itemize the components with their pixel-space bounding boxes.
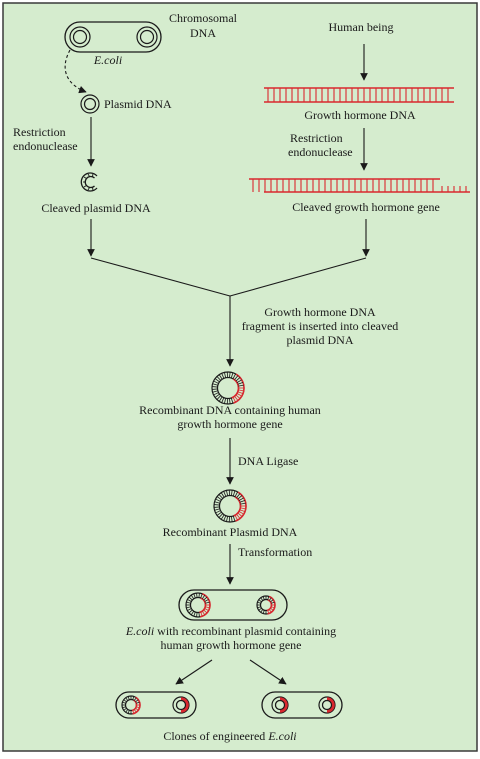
restriction-right-label: Restriction <box>290 131 343 145</box>
endonuclease-right-label: endonuclease <box>288 145 353 159</box>
chromosomal-label: Chromosomal <box>169 11 238 25</box>
insert-label-1: Growth hormone DNA <box>264 305 376 319</box>
ecoli-label: E.coli <box>93 53 122 67</box>
restriction-left-label: Restriction <box>13 125 66 139</box>
recombinant-dna-label-2: growth hormone gene <box>177 417 282 431</box>
transformation-label: Transformation <box>238 545 312 559</box>
plasmid-dna-label: Plasmid DNA <box>104 97 172 111</box>
ecoli-italic: E.coli <box>125 624 154 638</box>
growth-hormone-dna-label: Growth hormone DNA <box>304 108 416 122</box>
recombinant-plasmid-label: Recombinant Plasmid DNA <box>163 525 298 539</box>
clones-ecoli-italic: E.coli <box>267 729 296 743</box>
cleaved-gene-label: Cleaved growth hormone gene <box>292 200 440 214</box>
clones-label: Clones of engineered E.coli <box>163 729 296 743</box>
endonuclease-left-label: endonuclease <box>13 139 78 153</box>
cleaved-plasmid-label: Cleaved plasmid DNA <box>41 201 151 215</box>
ecoli-recombinant-label-1: E.coli with recombinant plasmid containi… <box>125 624 336 638</box>
ecoli-recombinant-label-2: human growth hormone gene <box>161 638 302 652</box>
clones-prefix: Clones of engineered <box>163 729 268 743</box>
dna-ligase-label: DNA Ligase <box>238 454 298 468</box>
recombinant-dna-label-1: Recombinant DNA containing human <box>139 403 321 417</box>
chromosomal-dna-label: DNA <box>190 26 216 40</box>
human-being-label: Human being <box>329 20 394 34</box>
insert-label-2: fragment is inserted into cleaved <box>242 319 399 333</box>
ecoli-recombinant-rest: with recombinant plasmid containing <box>154 624 336 638</box>
insert-label-3: plasmid DNA <box>287 333 354 347</box>
